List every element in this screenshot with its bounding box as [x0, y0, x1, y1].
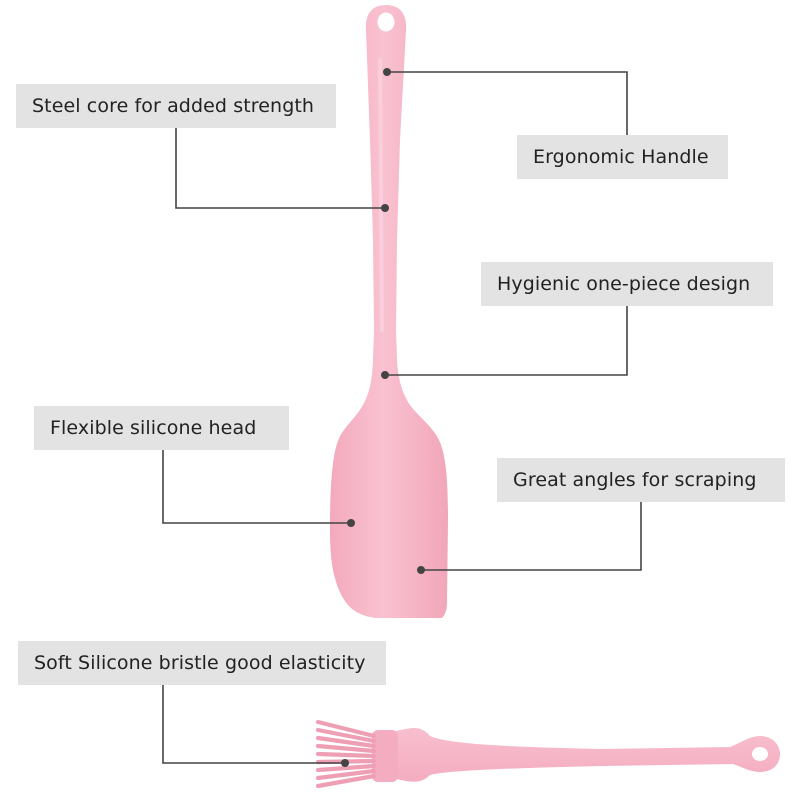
- callout-bristle: Soft Silicone bristle good elasticity: [18, 641, 386, 685]
- dot-angles: [417, 566, 425, 574]
- brush-bristles: [315, 719, 377, 789]
- brush-ferrule: [372, 730, 398, 782]
- dot-steel: [381, 204, 389, 212]
- spatula-icon: [330, 5, 448, 618]
- spatula-highlight: [378, 58, 384, 332]
- brush-icon: [315, 719, 780, 789]
- hanging-hole-icon: [377, 12, 395, 32]
- callout-scraping-angles: Great angles for scraping: [497, 458, 785, 502]
- dot-bristle: [341, 759, 349, 767]
- spatula-body: [330, 5, 448, 618]
- dot-flexible: [347, 519, 355, 527]
- brush-handle: [392, 728, 780, 782]
- leader-angles: [421, 502, 642, 571]
- leader-ergonomic: [387, 71, 628, 136]
- brush-hole-icon: [752, 747, 768, 761]
- leader-dots: [341, 68, 425, 767]
- leader-steel: [175, 128, 385, 209]
- callout-flexible-head: Flexible silicone head: [34, 406, 289, 450]
- callout-steel-core: Steel core for added strength: [16, 84, 336, 128]
- dot-one-piece: [381, 371, 389, 379]
- callout-ergonomic-handle: Ergonomic Handle: [517, 135, 728, 179]
- leader-lines: [162, 71, 642, 764]
- leader-bristle: [162, 685, 345, 764]
- callout-one-piece-design: Hygienic one-piece design: [481, 262, 773, 306]
- leader-flexible: [162, 450, 351, 524]
- leader-one-piece: [385, 306, 628, 376]
- dot-ergonomic: [383, 68, 391, 76]
